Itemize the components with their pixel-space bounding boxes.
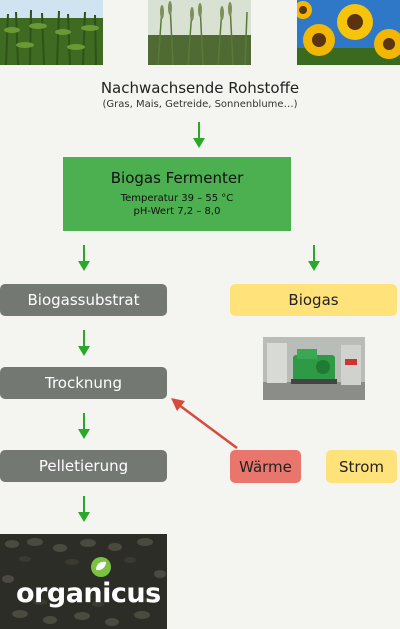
chp-plant-photo xyxy=(263,337,365,400)
pellets-photo: organicus xyxy=(0,534,167,629)
waerme-box: Wärme xyxy=(230,450,301,483)
strom-box: Strom xyxy=(326,450,397,483)
heat-arrow xyxy=(165,392,245,452)
fermenter-box: Biogas Fermenter Temperatur 39 – 55 °C p… xyxy=(63,157,291,231)
arrow-to-biogas xyxy=(308,245,320,271)
arrow-to-substrat xyxy=(78,245,90,271)
fermenter-ph: pH-Wert 7,2 – 8,0 xyxy=(133,206,221,217)
inputs-title: Nachwachsende Rohstoffe xyxy=(100,79,300,97)
substrat-box: Biogassubstrat xyxy=(0,284,167,316)
fermenter-temperature: Temperatur 39 – 55 °C xyxy=(120,193,234,204)
pelletierung-box: Pelletierung xyxy=(0,450,167,482)
trocknung-box: Trocknung xyxy=(0,367,167,399)
organicus-leaf-icon xyxy=(90,556,112,578)
inputs-subtitle: (Gras, Mais, Getreide, Sonnenblume…) xyxy=(102,99,298,110)
arrow-to-trocknung xyxy=(78,330,90,356)
organicus-logo: organicus xyxy=(16,578,161,609)
arrow-to-fermenter xyxy=(193,122,205,148)
arrow-to-pellets xyxy=(78,496,90,522)
fermenter-title: Biogas Fermenter xyxy=(110,169,244,187)
biogas-box: Biogas xyxy=(230,284,397,316)
grain-field-photo xyxy=(148,0,251,65)
sunflower-photo xyxy=(297,0,400,65)
arrow-to-pelletierung xyxy=(78,413,90,439)
corn-field-photo xyxy=(0,0,103,65)
